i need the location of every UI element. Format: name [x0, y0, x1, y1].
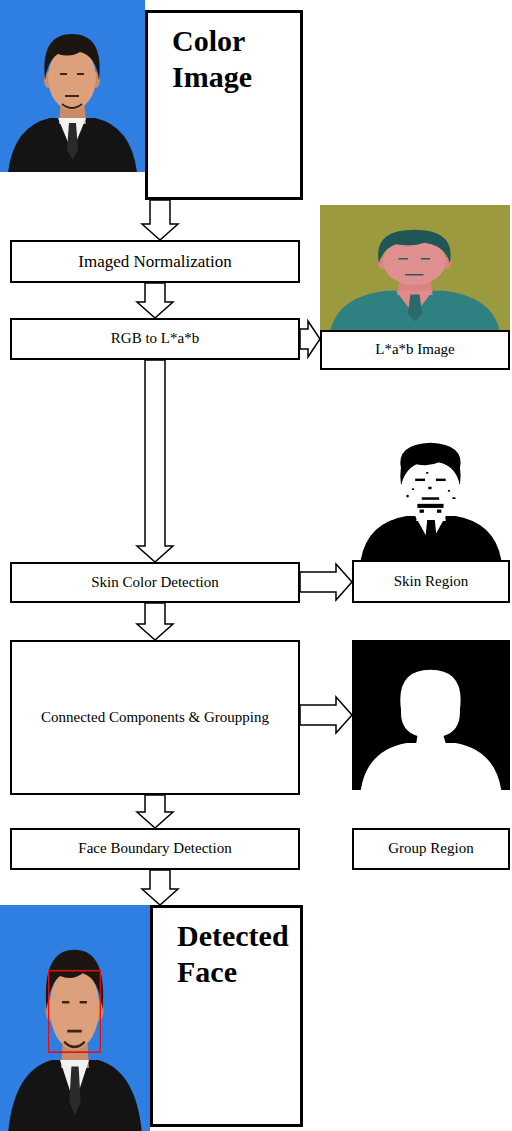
facial-features: [399, 259, 430, 275]
tie: [67, 123, 78, 160]
image-title-box: Color Image: [145, 10, 303, 200]
node-label: L*a*b Image: [375, 341, 455, 358]
node-label: Face Boundary Detection: [78, 840, 231, 857]
hair: [378, 230, 451, 263]
block-arrow: [137, 603, 173, 640]
node-label: Group Region: [388, 840, 473, 857]
tie-mask: [425, 520, 437, 550]
block-arrow: [137, 795, 173, 828]
photo-original: [0, 0, 145, 172]
hair: [44, 34, 99, 80]
silhouette: [361, 670, 502, 790]
node-label: RGB to L*a*b: [111, 330, 199, 347]
lab-image: [320, 205, 510, 330]
image-title-box: Detected Face: [150, 905, 303, 1127]
tie: [408, 294, 422, 321]
facial-features: [62, 1002, 87, 1047]
block-arrow: [142, 870, 178, 905]
block-arrow: [300, 564, 352, 600]
result-image-node: Skin Region: [352, 420, 510, 603]
node-label: Detected Face: [177, 918, 287, 990]
process-box: Skin Color Detection: [10, 562, 300, 603]
result-image-node: Group Region: [352, 640, 510, 870]
block-arrow: [300, 321, 320, 357]
skin-mask: [352, 420, 510, 560]
process-box: Face Boundary Detection: [10, 828, 300, 870]
block-arrow: [300, 697, 352, 733]
body-mask: [361, 516, 502, 560]
node-label: Skin Color Detection: [91, 574, 219, 591]
result-image-node: L*a*b Image: [320, 205, 510, 370]
block-arrow: [137, 283, 173, 318]
facial-features: [60, 74, 84, 108]
caption-box: Skin Region: [352, 560, 510, 603]
node-label: Connected Components & Groupping: [41, 709, 269, 726]
suit: [8, 118, 137, 172]
tie: [69, 1067, 80, 1116]
group-mask: [352, 640, 510, 790]
lab-background: [320, 205, 510, 330]
photo-background: [0, 905, 150, 1131]
photo-detected: [0, 905, 150, 1131]
mask-background: [352, 420, 510, 560]
block-arrow: [137, 360, 173, 562]
mask-background: [352, 640, 510, 790]
caption-box: Group Region: [352, 828, 510, 870]
caption-box: L*a*b Image: [320, 330, 510, 370]
photo-background: [0, 0, 145, 172]
node-label: Imaged Normalization: [78, 252, 231, 272]
mask-noise: [406, 472, 455, 513]
suit: [8, 1060, 141, 1131]
process-box: Imaged Normalization: [10, 240, 300, 283]
hair: [46, 950, 103, 1010]
node-label: Skin Region: [394, 573, 469, 590]
suit: [330, 291, 499, 330]
process-box: Connected Components & Groupping: [10, 640, 300, 795]
process-box: RGB to L*a*b: [10, 318, 300, 360]
hair-mask: [400, 443, 460, 485]
face-detection-box: [49, 971, 101, 1052]
node-label: Color Image: [172, 23, 282, 95]
block-arrow: [142, 200, 178, 240]
